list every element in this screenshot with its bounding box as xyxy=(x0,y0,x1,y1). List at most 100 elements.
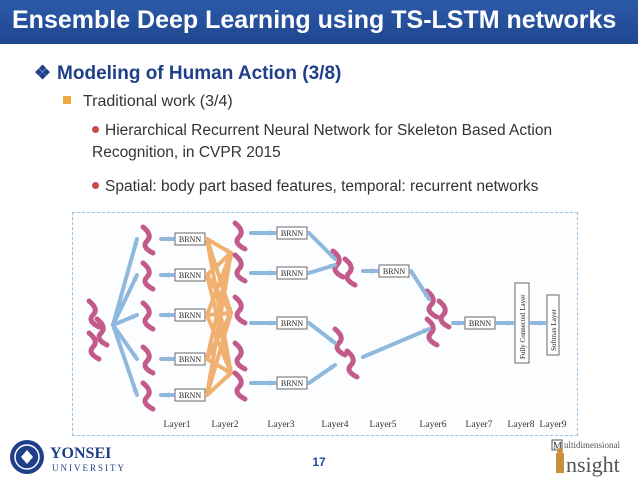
arrow xyxy=(111,237,139,327)
insight-main-text: nsight xyxy=(566,452,620,477)
layer-label: Layer8 xyxy=(508,420,535,430)
arrow-head xyxy=(269,230,275,236)
layer-label: Layer5 xyxy=(370,420,397,430)
brnn-label: BRNN xyxy=(179,391,201,400)
body-part-icon xyxy=(86,330,102,362)
arrow-head xyxy=(329,337,335,343)
title-bar: Ensemble Deep Learning using TS-LSTM net… xyxy=(0,0,638,44)
arrow-head xyxy=(423,328,429,334)
arrow xyxy=(205,371,233,397)
brnn-label: BRNN xyxy=(281,229,303,238)
arrow-head xyxy=(423,293,429,299)
arrow xyxy=(409,269,431,301)
layer-label: Layer7 xyxy=(466,420,493,430)
brnn-label: BRNN xyxy=(281,319,303,328)
body-part-icon xyxy=(140,344,156,376)
body-part-icon xyxy=(232,220,248,252)
brnn-label: BRNN xyxy=(179,235,201,244)
brnn-label: BRNN xyxy=(179,271,201,280)
body-part-icon xyxy=(86,298,102,330)
arrow-head xyxy=(167,356,173,362)
bullet-text-1: Hierarchical Recurrent Neural Network fo… xyxy=(92,122,553,161)
fc-label: Fully Connected Layer xyxy=(519,294,527,359)
subheading: Traditional work (3/4) xyxy=(63,93,233,111)
brnn-label: BRNN xyxy=(281,269,303,278)
yonsei-sub: UNIVERSITY xyxy=(52,463,126,473)
body-part-icon xyxy=(94,316,110,348)
body-part-icon xyxy=(232,370,248,402)
arrow xyxy=(205,273,233,315)
arrow-head xyxy=(225,310,231,317)
arrow-head xyxy=(507,320,513,326)
body-part-icon xyxy=(344,348,360,380)
arrow-head xyxy=(329,253,335,259)
arrow xyxy=(111,273,139,327)
arrow-head xyxy=(329,365,335,371)
arrow-head xyxy=(227,253,233,259)
arrow xyxy=(205,313,233,375)
arrow-head xyxy=(269,270,275,276)
yonsei-name: YONSEI xyxy=(50,445,111,462)
bullet-item-1: Hierarchical Recurrent Neural Network fo… xyxy=(92,120,612,164)
body-part-icon xyxy=(232,294,248,326)
arrow-head xyxy=(371,268,377,274)
heading-text: Modeling of Human Action (3/8) xyxy=(57,63,342,84)
subheading-text: Traditional work (3/4) xyxy=(83,93,233,110)
arrow-head xyxy=(329,263,335,270)
arrow-head xyxy=(132,275,138,281)
multidimensional-insight-logo: M ultidimensional nsight xyxy=(551,439,620,477)
body-part-icon xyxy=(140,224,156,256)
arrow-head xyxy=(539,320,545,326)
arrow-head xyxy=(167,272,173,278)
dot-bullet-icon xyxy=(92,126,99,134)
arrow-head xyxy=(132,239,139,245)
body-part-icon xyxy=(342,256,358,288)
body-part-icon xyxy=(232,340,248,372)
body-part-icon xyxy=(424,316,440,348)
arrow-head xyxy=(167,312,173,318)
insight-top-text: ultidimensional xyxy=(564,440,620,450)
arrow-head xyxy=(167,392,173,398)
square-bullet-icon xyxy=(63,95,71,104)
body-part-icon xyxy=(332,326,348,358)
body-part-icon xyxy=(140,260,156,292)
page-number: 17 xyxy=(312,455,326,469)
body-part-icon xyxy=(424,288,440,320)
body-part-icon xyxy=(436,298,452,330)
layer-label: Layer4 xyxy=(322,420,349,430)
bullet-text-2: Spatial: body part based features, tempo… xyxy=(105,178,539,195)
insight-i-icon xyxy=(556,453,564,473)
brnn-label: BRNN xyxy=(179,311,201,320)
brnn-label: BRNN xyxy=(383,267,405,276)
arrow xyxy=(307,231,337,261)
brnn-label: BRNN xyxy=(179,355,201,364)
yonsei-university-logo: YONSEI UNIVERSITY xyxy=(10,440,126,474)
arrow xyxy=(205,311,233,397)
arrow-head xyxy=(457,320,463,326)
body-part-icon xyxy=(232,252,248,284)
arrow-head xyxy=(131,314,137,320)
arrow-head xyxy=(225,373,231,379)
dot-bullet-icon xyxy=(92,182,99,190)
layer-label: Layer9 xyxy=(540,420,567,430)
softmax-layer xyxy=(546,294,560,356)
diamond-bullet-icon: ❖ xyxy=(34,63,52,84)
arrow-head xyxy=(167,236,173,242)
arrow xyxy=(307,321,337,345)
layer-label: Layer2 xyxy=(212,420,239,430)
brnn-label: BRNN xyxy=(281,379,303,388)
arrow xyxy=(361,327,431,359)
arrow xyxy=(205,251,233,397)
softmax-label: Softmax Layer xyxy=(550,309,558,351)
bullet-item-2: Spatial: body part based features, tempo… xyxy=(92,176,612,198)
hrnn-diagram-svg: BRNN BRNN BRNN BRNN BRNN BRNN BRNN BRNN BRNN BRNN… xyxy=(86,220,567,430)
arrow-head xyxy=(269,320,275,326)
arrow xyxy=(111,323,139,397)
svg-text:M: M xyxy=(553,441,562,452)
slide-title: Ensemble Deep Learning using TS-LSTM net… xyxy=(12,6,617,34)
arrow-head xyxy=(132,389,139,395)
body-part-icon xyxy=(140,380,156,412)
hrnn-diagram: BRNN BRNN BRNN BRNN BRNN BRNN BRNN BRNN BRNN BRNN… xyxy=(72,212,578,436)
layer-label: Layer1 xyxy=(164,420,191,430)
section-heading: ❖Modeling of Human Action (3/8) xyxy=(34,62,341,85)
